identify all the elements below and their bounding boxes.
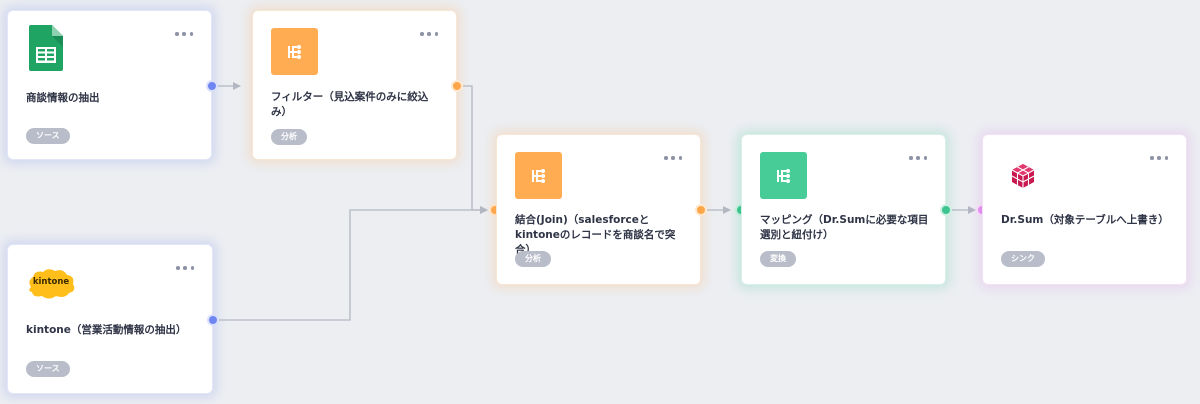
branch-flow-icon (760, 152, 807, 199)
node-sheets-source[interactable]: 商談情報の抽出 ソース (7, 10, 212, 160)
google-sheets-icon (29, 25, 63, 71)
node-menu-button[interactable] (176, 263, 194, 273)
sheets-output-port[interactable] (206, 80, 218, 92)
kintone-logo-text: kintone (32, 277, 70, 287)
branch-flow-icon (271, 28, 318, 75)
node-type-badge: ソース (26, 128, 70, 144)
node-title: フィルター（見込案件のみに絞込み） (271, 91, 429, 118)
node-type-badge: 分析 (515, 251, 551, 267)
edge-filter-to-join[interactable] (462, 85, 488, 214)
node-type-badge: 変換 (760, 251, 796, 267)
node-menu-button[interactable] (420, 29, 438, 39)
node-title: 商談情報の抽出 (26, 92, 100, 104)
node-drsum-sink[interactable]: Dr.Sum（対象テーブルへ上書き） シンク (982, 134, 1187, 285)
node-filter[interactable]: フィルター（見込案件のみに絞込み） 分析 (252, 10, 457, 160)
drsum-cube-icon (1011, 163, 1035, 189)
kintone-output-port[interactable] (207, 314, 219, 326)
node-title: Dr.Sum（対象テーブルへ上書き） (1001, 214, 1169, 226)
node-menu-button[interactable] (175, 29, 193, 39)
node-mapping[interactable]: マッピング（Dr.Sumに必要な項目選別と紐付け） 変換 (741, 134, 946, 285)
filter-output-port[interactable] (451, 80, 463, 92)
node-join[interactable]: 結合(Join)（salesforceとkintoneのレコードを商談名で突合）… (496, 134, 701, 285)
node-title: 結合(Join)（salesforceとkintoneのレコードを商談名で突合） (515, 214, 676, 256)
node-type-badge: 分析 (271, 129, 307, 145)
node-kintone-source[interactable]: kintone kintone（営業活動情報の抽出） ソース (7, 244, 213, 394)
branch-flow-icon (515, 152, 562, 199)
kintone-logo: kintone (25, 267, 77, 301)
join-output-port[interactable] (695, 204, 707, 216)
node-menu-button[interactable] (664, 153, 682, 163)
node-title: マッピング（Dr.Sumに必要な項目選別と紐付け） (760, 214, 929, 241)
node-type-badge: シンク (1001, 251, 1045, 267)
node-menu-button[interactable] (1150, 153, 1168, 163)
edge-kintone-to-join[interactable] (219, 206, 488, 321)
node-title: kintone（営業活動情報の抽出） (26, 324, 187, 336)
node-type-badge: ソース (26, 361, 70, 377)
mapping-output-port[interactable] (940, 204, 952, 216)
node-menu-button[interactable] (909, 153, 927, 163)
